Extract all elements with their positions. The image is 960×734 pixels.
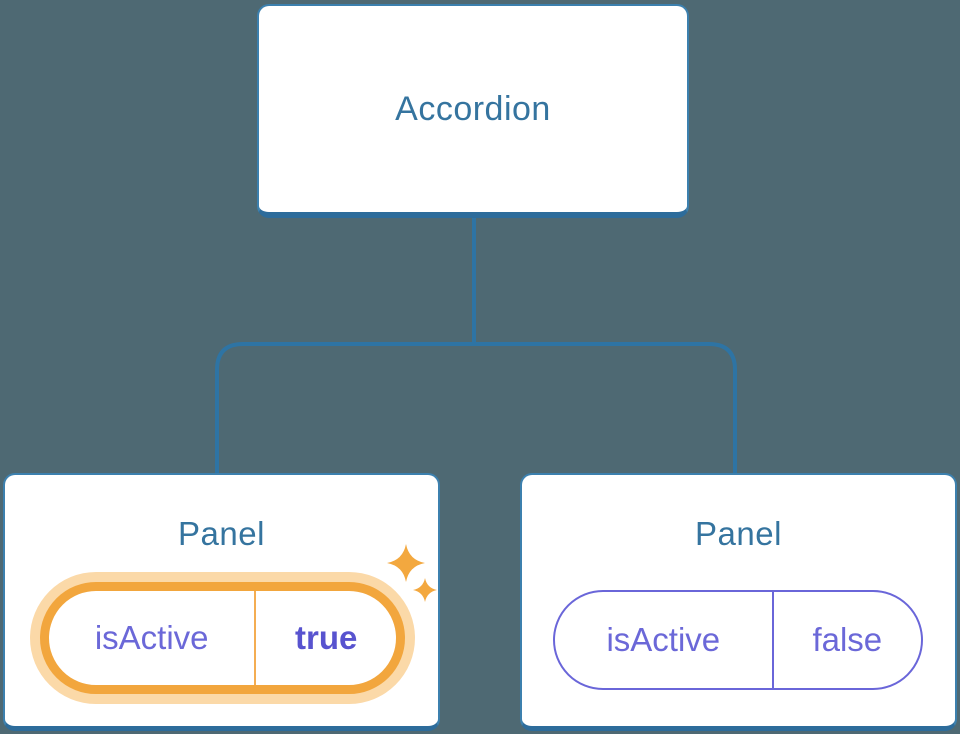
accordion-node: Accordion bbox=[257, 4, 689, 218]
state-pill-inactive: isActive false bbox=[553, 590, 923, 690]
accordion-node-label: Accordion bbox=[395, 89, 551, 128]
state-pill-active: isActive true bbox=[40, 582, 405, 694]
panel-active-label: Panel bbox=[178, 515, 265, 552]
panel-node-active: Panel isActive true bbox=[3, 473, 440, 731]
prop-name-inactive: isActive bbox=[606, 621, 721, 658]
pill-divider bbox=[254, 591, 257, 685]
panel-node-inactive: Panel isActive false bbox=[520, 473, 957, 731]
prop-value-active: true bbox=[294, 619, 358, 656]
pill-divider bbox=[771, 592, 774, 688]
connector-branches bbox=[215, 342, 737, 473]
panel-inactive-label: Panel bbox=[695, 515, 782, 552]
prop-value-inactive: false bbox=[812, 621, 883, 658]
prop-name-active: isActive bbox=[94, 619, 209, 656]
